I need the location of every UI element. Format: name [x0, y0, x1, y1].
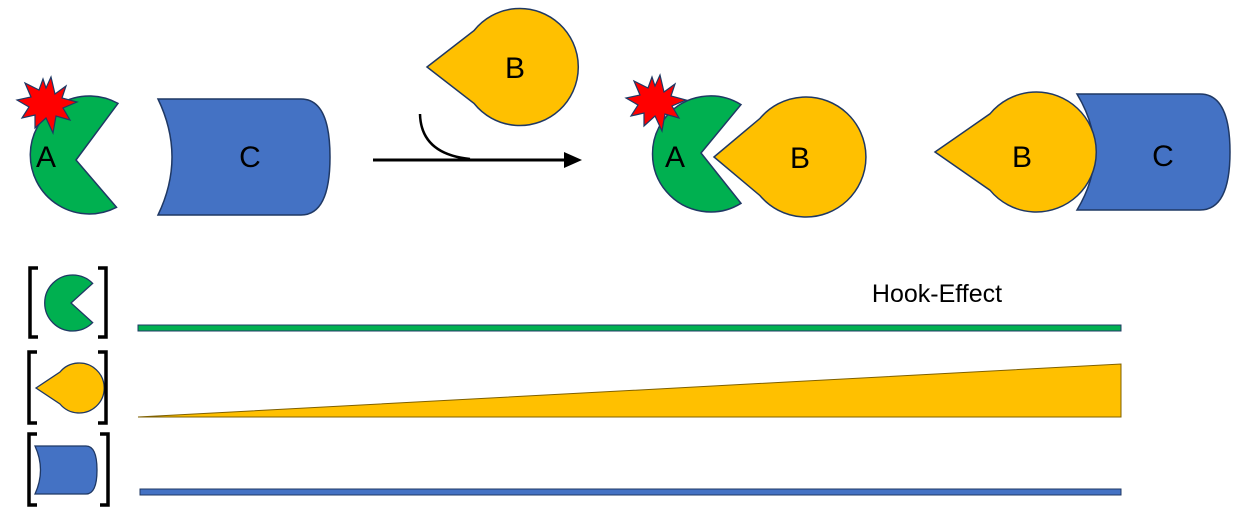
complex-a-b: A B	[624, 73, 867, 218]
concentration-row-b	[27, 350, 1122, 425]
b-label: B	[505, 52, 525, 85]
b-teardrop-shape	[425, 7, 580, 127]
c-label: C	[239, 141, 261, 174]
signal-burst-icon	[15, 75, 79, 135]
complex-b2-label: B	[1012, 141, 1032, 174]
a-concentration-bar	[137, 324, 1122, 332]
complex-c-label: C	[1152, 140, 1174, 173]
complex-a-pacman-shape	[651, 95, 743, 213]
a-label: A	[36, 141, 56, 174]
component-a: A	[15, 75, 120, 215]
component-c: C	[156, 98, 331, 216]
bracket-left-c	[27, 432, 37, 507]
a-small-pacman-icon	[44, 274, 94, 332]
bracket-right-c	[100, 432, 110, 507]
c-half-cylinder-shape	[156, 98, 331, 216]
complex-a-label: A	[665, 141, 685, 174]
bracket-left-b	[27, 350, 37, 425]
b-small-teardrop-icon	[34, 362, 105, 414]
c-small-half-cylinder-icon	[33, 445, 98, 495]
hook-effect-title: Hook-Effect	[872, 280, 1002, 308]
bracket-right-b	[98, 350, 108, 425]
b-concentration-wedge	[137, 363, 1122, 418]
component-b-addition: B	[425, 7, 580, 127]
complex-b-teardrop-shape	[712, 96, 867, 218]
reaction-input-curve	[418, 113, 471, 161]
concentration-row-a	[28, 266, 1122, 339]
reaction-arrow	[373, 113, 582, 168]
bracket-right-a	[98, 266, 108, 339]
concentration-row-c	[27, 432, 1122, 507]
bracket-left-a	[28, 266, 38, 339]
complex-b-c: C B	[933, 91, 1231, 213]
complex-b2-teardrop-shape	[933, 91, 1098, 213]
complex-signal-burst-icon	[624, 73, 688, 133]
arrowhead-icon	[564, 152, 582, 168]
complex-b-label: B	[790, 142, 810, 175]
c-concentration-bar	[139, 488, 1122, 496]
